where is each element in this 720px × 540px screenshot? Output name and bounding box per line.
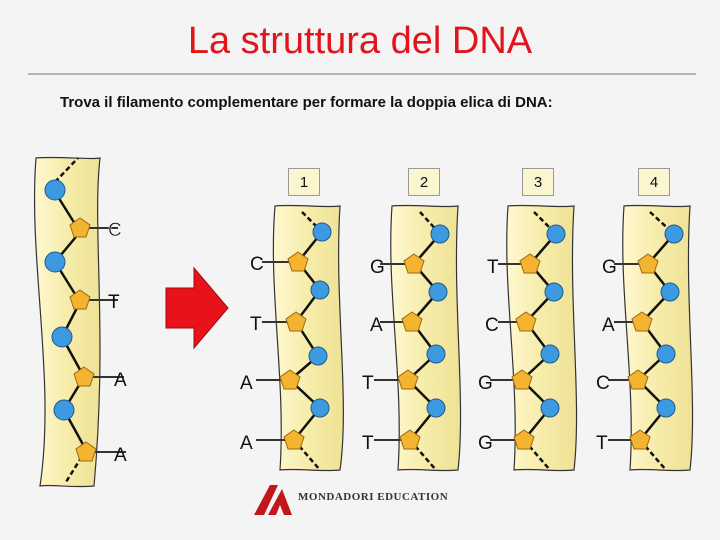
template-base-2: T bbox=[108, 292, 120, 313]
template-base-1: C bbox=[108, 220, 122, 241]
template-strand: C T A A bbox=[33, 156, 127, 488]
option-strand-2: G A T T bbox=[362, 204, 462, 472]
sugar-icon bbox=[279, 369, 301, 390]
sugar-icon bbox=[397, 369, 419, 390]
phosphate-icon bbox=[546, 224, 566, 244]
phosphate-icon bbox=[660, 282, 680, 302]
phosphate-icon bbox=[308, 346, 328, 366]
option-4-base-4: T bbox=[596, 433, 608, 454]
option-4-number: 4 bbox=[638, 168, 670, 196]
option-4-base-1: G bbox=[602, 257, 617, 278]
option-3-base-1: T bbox=[487, 257, 499, 278]
option-3-base-4: G bbox=[478, 433, 493, 454]
arrow-right-icon bbox=[165, 266, 229, 350]
sugar-icon bbox=[637, 253, 659, 274]
sugar-icon bbox=[513, 429, 535, 450]
sugar-icon bbox=[631, 311, 653, 332]
phosphate-icon bbox=[426, 344, 446, 364]
option-1-base-1: C bbox=[250, 254, 264, 275]
sugar-icon bbox=[283, 429, 305, 450]
option-3-number: 3 bbox=[522, 168, 554, 196]
option-3-base-3: G bbox=[478, 373, 493, 394]
sugar-icon bbox=[73, 366, 95, 387]
phosphate-icon bbox=[656, 344, 676, 364]
phosphate-icon bbox=[430, 224, 450, 244]
sugar-icon bbox=[515, 311, 537, 332]
option-2-number: 2 bbox=[408, 168, 440, 196]
sugar-icon bbox=[511, 369, 533, 390]
sugar-icon bbox=[399, 429, 421, 450]
phosphate-icon bbox=[51, 326, 73, 348]
option-2-base-4: T bbox=[362, 433, 374, 454]
phosphate-icon bbox=[428, 282, 448, 302]
option-4-base-2: A bbox=[602, 315, 615, 336]
option-1-base-2: T bbox=[250, 314, 262, 335]
option-2-base-1: G bbox=[370, 257, 385, 278]
sugar-icon bbox=[287, 251, 309, 272]
sugar-icon bbox=[285, 311, 307, 332]
phosphate-icon bbox=[540, 344, 560, 364]
instruction-text: Trova il filamento complementare per for… bbox=[60, 94, 553, 111]
option-2-base-3: T bbox=[362, 373, 374, 394]
phosphate-icon bbox=[310, 398, 330, 418]
sugar-icon bbox=[627, 369, 649, 390]
sugar-icon bbox=[629, 429, 651, 450]
option-strand-3: T C G G bbox=[478, 204, 578, 472]
phosphate-icon bbox=[656, 398, 676, 418]
sugar-icon bbox=[401, 311, 423, 332]
phosphate-icon bbox=[310, 280, 330, 300]
option-3-base-2: C bbox=[485, 315, 499, 336]
slide-title: La struttura del DNA bbox=[187, 20, 533, 62]
option-strand-1: C T A A bbox=[240, 204, 344, 472]
publisher-name: MONDADORI EDUCATION bbox=[298, 491, 449, 503]
option-4-base-3: C bbox=[596, 373, 610, 394]
phosphate-icon bbox=[44, 251, 66, 273]
sugar-icon bbox=[69, 217, 91, 238]
phosphate-icon bbox=[426, 398, 446, 418]
option-2-base-2: A bbox=[370, 315, 383, 336]
template-base-4: A bbox=[114, 445, 127, 466]
sugar-icon bbox=[69, 289, 91, 310]
option-1-base-3: A bbox=[240, 373, 253, 394]
option-1-base-4: A bbox=[240, 433, 253, 454]
phosphate-icon bbox=[544, 282, 564, 302]
sugar-icon bbox=[403, 253, 425, 274]
phosphate-icon bbox=[664, 224, 684, 244]
sugar-icon bbox=[519, 253, 541, 274]
option-1-number: 1 bbox=[288, 168, 320, 196]
option-strand-4: G A C T bbox=[596, 204, 694, 472]
sugar-icon bbox=[75, 441, 97, 462]
title-divider bbox=[28, 73, 696, 75]
phosphate-icon bbox=[44, 179, 66, 201]
phosphate-icon bbox=[53, 399, 75, 421]
template-base-3: A bbox=[114, 370, 127, 391]
phosphate-icon bbox=[312, 222, 332, 242]
mondadori-logo-icon bbox=[254, 485, 292, 515]
phosphate-icon bbox=[540, 398, 560, 418]
